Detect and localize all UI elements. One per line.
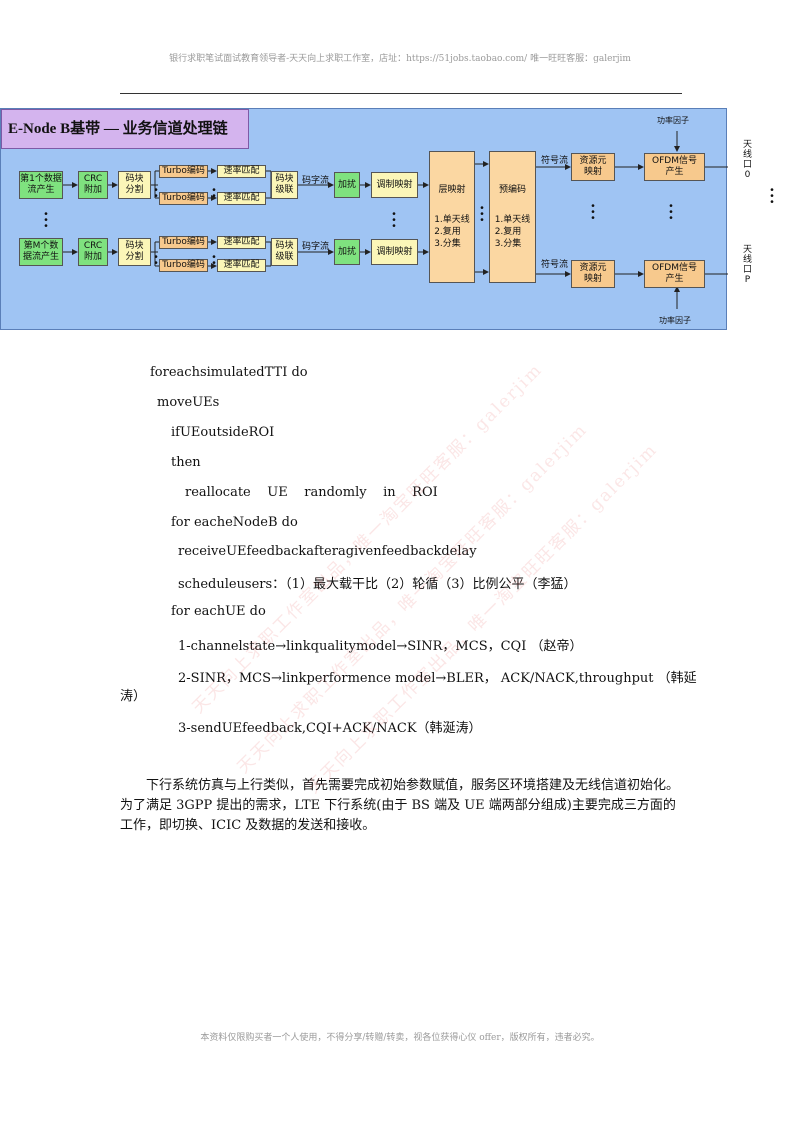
code-line-2: moveUEs — [157, 395, 220, 410]
code-line-9: for eachUE do — [171, 604, 266, 619]
ofdm-gen-top: OFDM信号 产生 — [644, 153, 705, 181]
code-line-6: for eacheNodeB do — [171, 515, 298, 530]
ofdm-gen-bottom: OFDM信号 产生 — [644, 260, 705, 288]
code-line-8: scheduleusers：（1）最大载干比（2）轮循（3）比例公平（李猛） — [178, 577, 577, 592]
precoding-items: 1.单天线 2.复用 3.分集 — [494, 215, 531, 249]
ofdm-ellipsis: ··· — [668, 197, 674, 227]
stream1-concat: 码块 级联 — [271, 171, 298, 199]
page-header: 银行求职笔试面试教育领导者-天天向上求职工作室，店址：https://51job… — [169, 54, 631, 64]
header-rule — [120, 93, 682, 94]
streamM-source: 第M个数 据流产生 — [19, 238, 63, 266]
row-ellipsis-source: ··· — [43, 205, 49, 235]
stream1-turbo-b: Turbo编码 — [159, 192, 208, 205]
precoding-block: 预编码 1.单天线 2.复用 3.分集 — [489, 151, 536, 283]
stream1-scramble: 加扰 — [334, 172, 360, 198]
stream1-ratematch-a: 速率匹配 — [217, 165, 266, 178]
antenna-port-0: 天线口 0 — [743, 140, 753, 180]
symbol-stream-label-bottom: 符号流 — [541, 260, 569, 270]
streamM-crc: CRC 附加 — [78, 238, 108, 266]
stream1-source: 第1个数据 流产生 — [19, 171, 63, 199]
channel-diagram: E-Node B基带 — 业务信道处理链 — [0, 108, 775, 330]
row-ellipsis-mod: ··· — [391, 205, 397, 235]
stream1-modulation: 调制映射 — [371, 172, 418, 198]
streamM-scramble: 加扰 — [334, 239, 360, 265]
rm-ellipsis-1: ·· — [211, 181, 217, 205]
antenna-port-p: 天线口 P — [743, 245, 753, 285]
precoding-title: 预编码 — [498, 185, 526, 195]
streamM-ratematch-a: 速率匹配 — [217, 236, 266, 249]
layer-ellipsis: ··· — [479, 199, 485, 229]
stream1-turbo-a: Turbo编码 — [159, 165, 208, 178]
layer-mapping-items: 1.单天线 2.复用 3.分集 — [434, 215, 470, 249]
code-line-3: ifUEoutsideROI — [171, 425, 275, 440]
code-line-7: receiveUEfeedbackafteragivenfeedbackdela… — [178, 544, 477, 559]
rm-ellipsis-2: ·· — [211, 248, 217, 272]
code-line-10: 1-channelstate→linkqualitymodel→SINR，MCS… — [178, 639, 583, 654]
layer-mapping-title: 层映射 — [438, 185, 466, 195]
streamM-modulation: 调制映射 — [371, 239, 418, 265]
stream1-crc: CRC 附加 — [78, 171, 108, 199]
code-line-11: 2-SINR，MCS→linkperformence model→BLER， A… — [178, 671, 697, 686]
stream1-codeword-label: 码字流 — [302, 176, 330, 186]
watermark-1: 天天向上求职工作室出品，唯一淘宝旺旺客服：galerjim — [188, 359, 547, 718]
layer-mapping-block: 层映射 1.单天线 2.复用 3.分集 — [429, 151, 475, 283]
antenna-ellipsis: ··· — [769, 181, 775, 211]
diagram-arrows — [63, 131, 728, 309]
symbol-stream-label-top: 符号流 — [541, 156, 569, 166]
streamM-segment: 码块 分割 — [118, 238, 151, 266]
page-footer: 本资料仅限购买者一个人使用，不得分享/转赠/转卖，视各位获得心仪 offer，版… — [200, 1033, 600, 1043]
power-factor-top: 功率因子 — [657, 116, 689, 125]
turbo-ellipsis-2: ·· — [153, 248, 159, 272]
remap-ellipsis: ··· — [590, 197, 596, 227]
stream1-ratematch-b: 速率匹配 — [217, 192, 266, 205]
code-line-4: then — [171, 455, 201, 470]
streamM-concat: 码块 级联 — [271, 238, 298, 266]
streamM-turbo-b: Turbo编码 — [159, 259, 208, 272]
re-mapping-top: 资源元 映射 — [571, 153, 615, 181]
streamM-codeword-label: 码字流 — [302, 242, 330, 252]
diagram-title: E-Node B基带 — 业务信道处理链 — [1, 109, 249, 149]
body-paragraph: 下行系统仿真与上行类似，首先需要完成初始参数赋值，服务区环境搭建及无线信道初始化… — [120, 778, 680, 833]
stream1-segment: 码块 分割 — [118, 171, 151, 199]
power-factor-bottom: 功率因子 — [659, 316, 691, 325]
streamM-ratematch-b: 速率匹配 — [217, 259, 266, 272]
turbo-ellipsis-1: ·· — [153, 181, 159, 205]
streamM-turbo-a: Turbo编码 — [159, 236, 208, 249]
code-line-11-wrap: 涛） — [120, 689, 147, 704]
re-mapping-bottom: 资源元 映射 — [571, 260, 615, 288]
code-line-5: reallocate UE randomly in ROI — [185, 485, 438, 500]
code-line-1: foreachsimulatedTTI do — [150, 365, 308, 380]
code-line-12: 3-sendUEfeedback,CQI+ACK/NACK（韩涎涛） — [178, 721, 482, 736]
